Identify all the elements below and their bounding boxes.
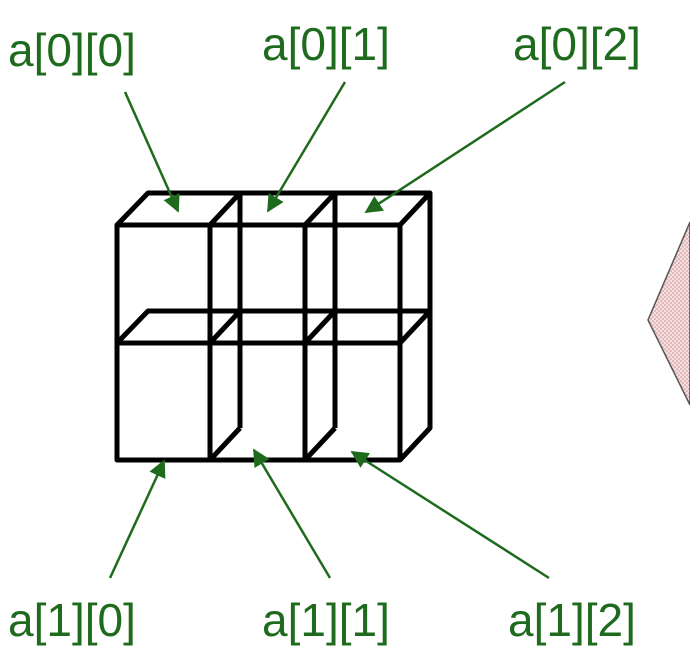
grid-edge [208, 191, 242, 227]
label-a12: a[1][2] [508, 594, 636, 646]
grid-edge [303, 426, 337, 462]
label-a01: a[0][1] [262, 18, 390, 70]
label-a02: a[0][2] [513, 18, 641, 70]
grid-edge [208, 309, 242, 345]
grid-edge [303, 191, 337, 227]
arrow-a12 [350, 450, 550, 580]
arrow-a10 [108, 459, 166, 579]
label-a00: a[0][0] [8, 24, 136, 76]
grid-edge [398, 191, 432, 227]
arrows [108, 80, 566, 580]
grid-middle-slab [115, 308, 433, 345]
label-a11: a[1][1] [262, 594, 390, 646]
dotted-shape [647, 221, 690, 406]
label-a10: a[1][0] [8, 594, 136, 646]
grid-edge [303, 309, 337, 345]
grid-edge [208, 426, 242, 462]
grid-top-face [115, 190, 433, 462]
labels: a[0][0] a[0][1] a[0][2] a[1][0] a[1][1] … [8, 18, 641, 646]
arrow-a00 [123, 91, 180, 213]
arrow-a02 [364, 80, 566, 214]
arrow-a01 [266, 81, 347, 213]
array-grid [114, 190, 433, 463]
arrow-a11 [252, 448, 332, 579]
